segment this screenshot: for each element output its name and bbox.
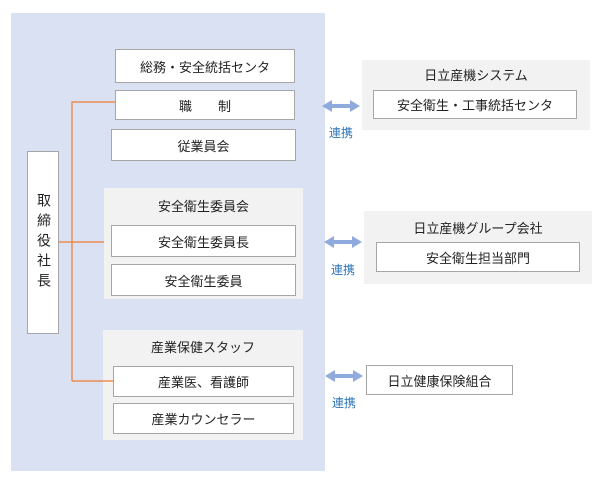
general-affairs-label: 総務・安全統括センタ: [139, 60, 270, 76]
health-staff-title: 産業保健スタッフ: [150, 340, 255, 356]
link-label-2: 連携: [330, 263, 355, 277]
partner-hitachi-sanki-group-title: 日立産機グループ会社: [413, 221, 543, 237]
president-box: 取締役社長: [27, 151, 59, 334]
safety-construction-center-label: 安全衛生・工事統括センタ: [396, 99, 553, 114]
link-label-3: 連携: [331, 396, 356, 410]
safety-committee-title: 安全衛生委員会: [157, 199, 249, 215]
safety-department-label: 安全衛生担当部門: [425, 251, 530, 267]
doctor-nurse-label: 産業医、看護師: [157, 376, 249, 391]
committee-member-label: 安全衛生委員: [164, 274, 243, 290]
health-insurance-association-box: 日立健康保険組合: [366, 365, 513, 395]
link-arrow-2: [324, 236, 362, 248]
line-management-label: 職制: [178, 99, 257, 115]
connector-trunk: [59, 101, 115, 382]
employee-council-label: 従業員会: [177, 139, 230, 155]
employee-council-box: 従業員会: [111, 129, 296, 161]
doctor-nurse-box: 産業医、看護師: [113, 366, 294, 397]
link-arrow-1: [322, 100, 360, 112]
line-management-box: 職制: [115, 90, 295, 120]
safety-construction-center-box: 安全衛生・工事統括センタ: [373, 90, 577, 119]
committee-member-box: 安全衛生委員: [111, 264, 296, 296]
president-label: 取締役社長: [35, 192, 51, 293]
counselor-label: 産業カウンセラー: [151, 413, 256, 428]
safety-department-box: 安全衛生担当部門: [376, 242, 580, 272]
committee-chair-box: 安全衛生委員長: [111, 225, 296, 257]
link-label-1: 連携: [328, 126, 353, 140]
general-affairs-box: 総務・安全統括センタ: [115, 49, 295, 83]
committee-chair-label: 安全衛生委員長: [157, 235, 249, 251]
link-arrow-3: [325, 370, 363, 382]
counselor-box: 産業カウンセラー: [113, 403, 294, 434]
partner-hitachi-sanki-system-title: 日立産機システム: [424, 68, 528, 84]
health-insurance-association-label: 日立健康保険組合: [387, 374, 492, 390]
